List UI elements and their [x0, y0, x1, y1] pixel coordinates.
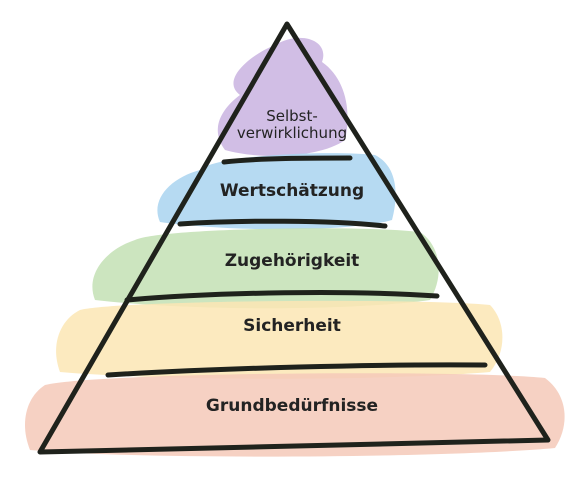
label-wertschaetzung: Wertschätzung: [219, 181, 365, 201]
pyramid-outline: [37, 21, 551, 455]
wash-level-3: [92, 228, 439, 309]
label-selbstverwirklichung: Selbst- verwirklichung: [0, 107, 584, 143]
label-sicherheit: Sicherheit: [243, 316, 341, 336]
divider-1: [221, 155, 353, 165]
divider-2: [177, 218, 388, 229]
label-grundbeduerfnisse: Grundbedürfnisse: [205, 396, 379, 416]
label-selbstverwirklichung-line1: Selbst-: [266, 107, 318, 125]
divider-4: [105, 362, 488, 378]
wash-level-2: [157, 153, 396, 230]
divider-3: [124, 290, 440, 303]
wash-level-5: [25, 373, 565, 457]
label-selbstverwirklichung-line2: verwirklichung: [236, 124, 348, 143]
label-zugehoerigkeit: Zugehörigkeit: [224, 251, 360, 271]
wash-level-4: [56, 300, 503, 379]
